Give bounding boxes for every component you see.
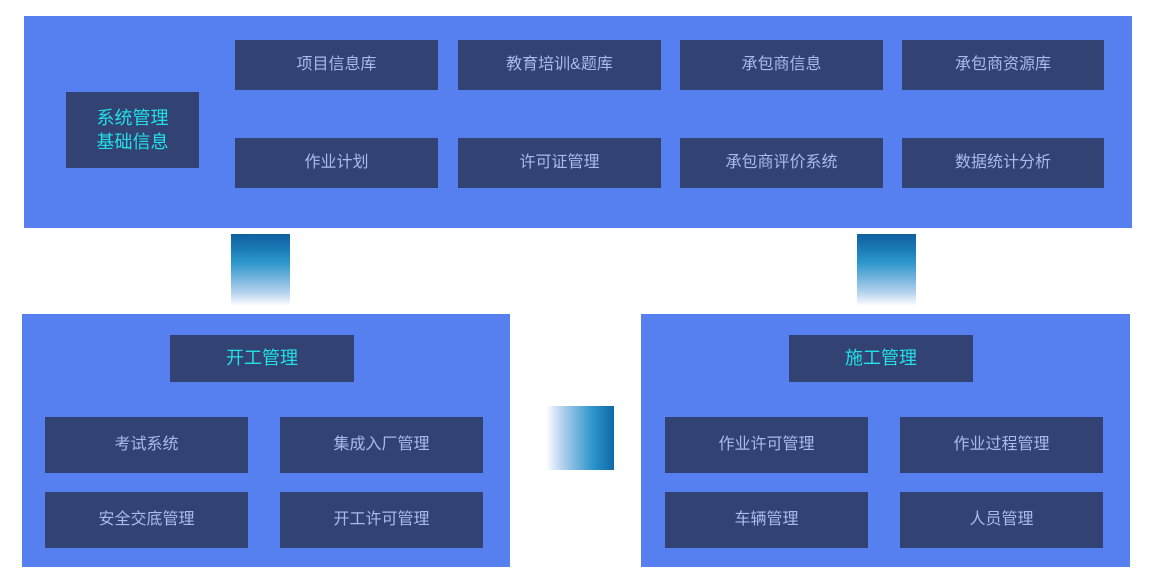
module-contractor-resource-library[interactable]: 承包商资源库 xyxy=(902,40,1104,90)
connector-top-to-right-icon xyxy=(857,234,916,306)
module-exam-system[interactable]: 考试系统 xyxy=(45,417,248,473)
connector-top-to-left-icon xyxy=(231,234,290,306)
root-module-label-line1: 系统管理 xyxy=(96,107,169,128)
module-safety-disclosure-management[interactable]: 安全交底管理 xyxy=(45,492,248,548)
module-work-process-management[interactable]: 作业过程管理 xyxy=(900,417,1103,473)
system-management-panel: 系统管理 基础信息 项目信息库 教育培训&题库 承包商信息 承包商资源库 作业计… xyxy=(24,16,1132,228)
module-work-permit-management[interactable]: 作业许可管理 xyxy=(665,417,868,473)
module-contractor-info[interactable]: 承包商信息 xyxy=(680,40,883,90)
module-permit-management[interactable]: 许可证管理 xyxy=(458,138,661,188)
module-education-training-question-bank[interactable]: 教育培训&题库 xyxy=(458,40,661,90)
module-personnel-management[interactable]: 人员管理 xyxy=(900,492,1103,548)
start-work-management-panel: 开工管理 考试系统 集成入厂管理 安全交底管理 开工许可管理 xyxy=(22,314,510,567)
module-vehicle-management[interactable]: 车辆管理 xyxy=(665,492,868,548)
construction-management-panel: 施工管理 作业许可管理 作业过程管理 车辆管理 人员管理 xyxy=(641,314,1130,567)
connector-left-to-right-icon xyxy=(546,406,614,470)
module-data-statistics-analysis[interactable]: 数据统计分析 xyxy=(902,138,1104,188)
module-contractor-evaluation-system[interactable]: 承包商评价系统 xyxy=(680,138,883,188)
panel-title-construction-management[interactable]: 施工管理 xyxy=(789,335,973,382)
module-integrated-plant-entry-management[interactable]: 集成入厂管理 xyxy=(280,417,483,473)
root-module-label-line2: 基础信息 xyxy=(96,132,169,152)
module-project-info-library[interactable]: 项目信息库 xyxy=(235,40,438,90)
module-work-plan[interactable]: 作业计划 xyxy=(235,138,438,188)
panel-title-start-work-management[interactable]: 开工管理 xyxy=(170,335,354,382)
module-start-work-permit-management[interactable]: 开工许可管理 xyxy=(280,492,483,548)
root-module-system-management[interactable]: 系统管理 基础信息 xyxy=(66,92,199,168)
